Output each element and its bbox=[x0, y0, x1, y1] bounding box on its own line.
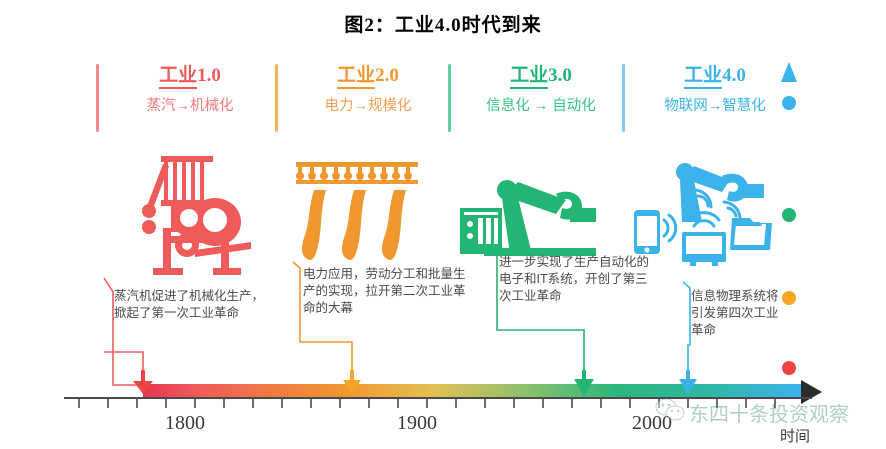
column-divider-stage2 bbox=[275, 64, 278, 132]
wechat-logo-icon bbox=[655, 398, 685, 427]
iot-connected-devices-icon bbox=[630, 160, 772, 273]
stage-header-1: 工业1.0 蒸汽→机械化 bbox=[104, 64, 276, 115]
stage-header-2: 工业2.0 电力→规模化 bbox=[282, 64, 454, 115]
stage1-subtitle: 蒸汽→机械化 bbox=[146, 98, 234, 114]
stage4-subtitle: 物联网→智慧化 bbox=[664, 98, 766, 114]
tick-label-1900: 1900 bbox=[397, 412, 437, 434]
stage3-description: 进一步实现了生产自动化的电子和IT系统，开创了第三次工业革命 bbox=[499, 255, 650, 303]
stage3-heading-version: 3.0 bbox=[548, 65, 572, 86]
stage2-heading-version: 2.0 bbox=[375, 65, 399, 86]
stage1-heading-version: 1.0 bbox=[197, 65, 221, 86]
stage4-description: 信息物理系统将引发第四次工业革命 bbox=[691, 289, 779, 337]
watermark-text: 东四十条投资观察 bbox=[689, 404, 849, 426]
page-title: 图2：工业4.0时代到来 bbox=[344, 15, 542, 36]
stage1-heading-label: 工业 bbox=[159, 65, 198, 89]
timeline-marker-stage3 bbox=[574, 370, 594, 396]
stage-header-3: 工业3.0 信息化 → 自动化 bbox=[455, 64, 627, 115]
column-divider-stage3 bbox=[448, 64, 451, 132]
vertical-axis-dot-stage3 bbox=[782, 208, 796, 222]
stage4-heading-label: 工业 bbox=[684, 65, 723, 89]
stage3-subtitle: 信息化 → 自动化 bbox=[486, 98, 596, 114]
stage4-heading-version: 4.0 bbox=[722, 65, 746, 86]
stage2-heading-label: 工业 bbox=[337, 65, 376, 89]
timeline-marker-stage2 bbox=[343, 370, 361, 394]
watermark: 东四十条投资观察 bbox=[655, 398, 849, 427]
vertical-axis-dot-stage2 bbox=[782, 291, 796, 305]
stage3-heading-label: 工业 bbox=[510, 65, 549, 89]
tick-label-1800: 1800 bbox=[165, 412, 205, 434]
stage1-description: 蒸汽机促进了机械化生产，掀起了第一次工业革命 bbox=[114, 289, 265, 320]
column-divider-stage1 bbox=[96, 64, 99, 132]
timeline-marker-stage4 bbox=[679, 370, 697, 394]
axis-label-time: 时间 bbox=[780, 428, 811, 445]
vertical-axis-dot-stage1 bbox=[782, 361, 796, 375]
steam-loom-machine-icon bbox=[133, 150, 253, 285]
column-divider-stage4 bbox=[622, 64, 625, 132]
timeline-marker-stage1 bbox=[133, 370, 153, 394]
stage2-subtitle: 电力→规模化 bbox=[324, 98, 412, 114]
assembly-line-conveyor-icon bbox=[296, 160, 418, 269]
stage2-description: 电力应用，劳动分工和批量生产的实现，拉开第二次工业革命的大幕 bbox=[303, 267, 466, 315]
industrial-robot-arm-icon bbox=[460, 168, 596, 265]
tick-label-2000: 2000 bbox=[632, 412, 672, 434]
stage-header-4: 工业4.0 物联网→智慧化 bbox=[629, 64, 801, 115]
